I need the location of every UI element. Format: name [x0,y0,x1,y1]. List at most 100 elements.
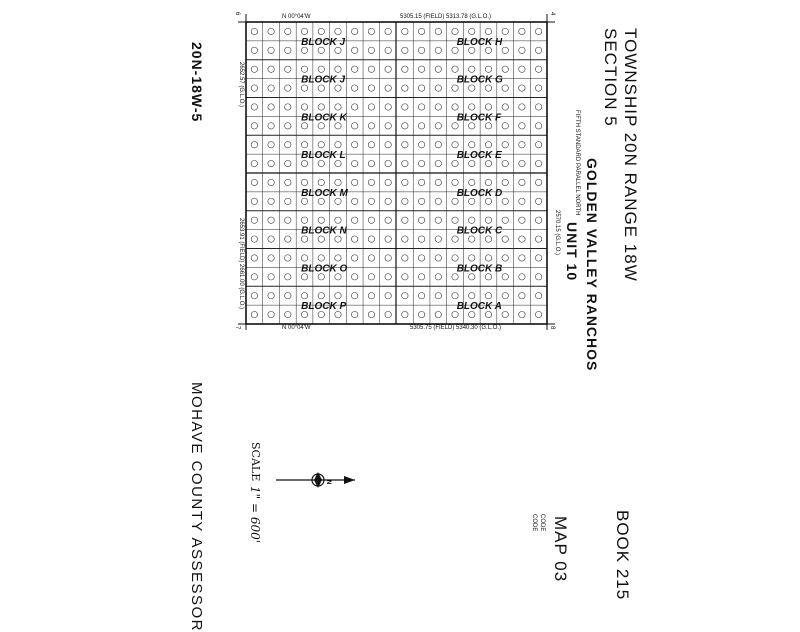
lot-marker [301,84,309,92]
lot-marker [367,65,375,73]
lot-marker [334,292,342,300]
lot-marker [334,122,342,130]
corner-top-left: 6 [234,12,240,16]
block-label-left: BLOCK O [301,263,347,274]
lot-marker [535,235,543,243]
lot-marker [518,273,526,281]
lot-marker [317,273,325,281]
lot-marker [250,141,258,149]
lot-marker [468,103,476,111]
lot-marker [468,160,476,168]
lot-marker [250,197,258,205]
lot-marker [317,197,325,205]
lot-marker [518,141,526,149]
lot-marker [351,160,359,168]
lot-marker [501,273,509,281]
lot-marker [284,197,292,205]
north-arrow [276,472,355,488]
lot-marker [401,122,409,130]
lot-marker [468,46,476,54]
lot-marker [434,141,442,149]
lot-marker [284,46,292,54]
lot-marker [451,197,459,205]
lot-marker [535,292,543,300]
lot-marker [501,216,509,224]
section-boundary [238,14,555,330]
lot-marker [250,103,258,111]
block-label-left: BLOCK P [301,301,346,312]
lot-marker [484,65,492,73]
lot-marker [418,292,426,300]
lot-marker [284,178,292,186]
lot-marker [267,273,275,281]
lot-marker [434,273,442,281]
lot-marker [317,292,325,300]
code-line-1: CODE [539,514,545,532]
lot-marker [351,273,359,281]
lot-marker [418,46,426,54]
lot-marker [535,160,543,168]
lot-marker [317,178,325,186]
lot-marker [451,84,459,92]
lot-marker [501,235,509,243]
lot-marker [484,292,492,300]
lot-marker [267,103,275,111]
lot-marker [434,254,442,262]
lot-marker [334,235,342,243]
lot-marker [401,254,409,262]
lot-marker [418,273,426,281]
lot-marker [384,103,392,111]
north-arrow-icon: N [325,480,331,484]
lot-marker [451,273,459,281]
lot-marker [317,46,325,54]
block-label-left: BLOCK J [301,75,345,86]
lot-marker [484,254,492,262]
lot-marker [535,273,543,281]
lot-marker [367,273,375,281]
lot-marker [535,178,543,186]
lot-marker [334,197,342,205]
lot-marker [250,216,258,224]
lot-marker [451,235,459,243]
lot-marker [334,141,342,149]
lot-marker [434,46,442,54]
lot-marker [418,254,426,262]
lot-marker [317,160,325,168]
lot-marker [351,235,359,243]
lot-marker [401,160,409,168]
lot-marker [501,292,509,300]
lot-marker [535,216,543,224]
lot-marker [384,273,392,281]
lot-marker [535,65,543,73]
lot-marker [518,311,526,319]
map-number: MAP 03 [551,516,570,583]
lot-marker [250,254,258,262]
lot-marker [384,292,392,300]
block-label-right: BLOCK D [457,188,503,199]
lot-marker [518,27,526,35]
lot-marker [418,178,426,186]
lot-marker [401,311,409,319]
bottom-distance: 5305.75 (FIELD) 5340.30 (G.L.O.) [410,325,502,331]
lot-marker [468,254,476,262]
lot-marker [301,216,309,224]
lot-marker [501,122,509,130]
lot-marker [401,273,409,281]
lot-marker [451,122,459,130]
lot-marker [334,65,342,73]
top-distance: 5305.15 (FIELD) 5313.78 (G.L.O.) [400,14,492,20]
lot-marker [384,160,392,168]
lot-marker [451,65,459,73]
lot-marker [284,311,292,319]
lot-marker [451,178,459,186]
lot-marker [468,141,476,149]
lot-marker [535,103,543,111]
lot-marker [334,103,342,111]
corner-top-right: 4 [549,12,555,16]
lot-marker [518,197,526,205]
lot-marker [334,46,342,54]
lot-marker [518,65,526,73]
lot-marker [518,122,526,130]
